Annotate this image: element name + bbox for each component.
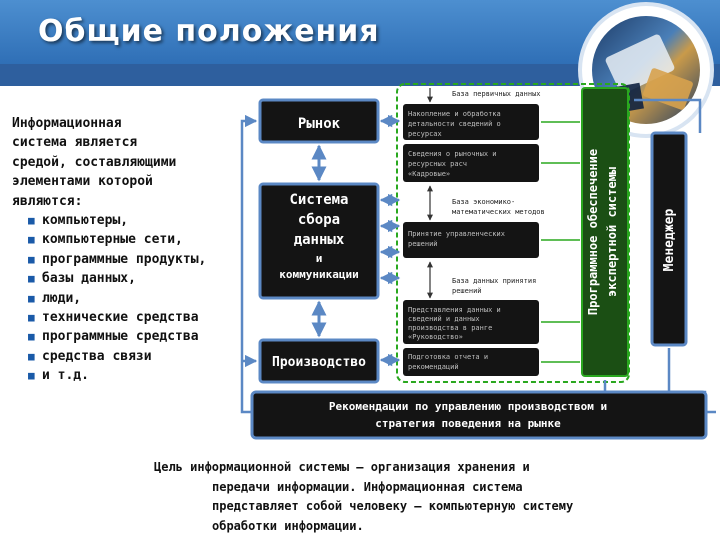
- manager-label: Менеджер: [662, 209, 677, 272]
- list-item: ■технические средства: [12, 308, 222, 327]
- bullet-icon: ■: [28, 369, 35, 383]
- recommendations-line-1: Рекомендации по управлению производством…: [329, 400, 607, 413]
- intro-line-5: являются:: [12, 193, 83, 209]
- list-item: ■программные продукты,: [12, 250, 222, 269]
- collection-label-2: сбора: [298, 212, 340, 228]
- process-1-line-3: ресурсах: [408, 130, 442, 138]
- process-box-4: [403, 300, 539, 344]
- bullet-icon: ■: [28, 252, 35, 266]
- goal-line-2: передачи информации. Информационная сист…: [212, 479, 523, 494]
- process-5-line-2: рекомендаций: [408, 363, 459, 371]
- db-primary-label: База первичных данных: [452, 90, 541, 98]
- list-item: ■компьютеры,: [12, 211, 222, 230]
- process-4-line-1: Представления данных и: [408, 306, 501, 314]
- db-decisions-label-1: База данных принятия: [452, 277, 536, 285]
- goal-line-1: Цель информационной системы – организаци…: [154, 460, 530, 474]
- intro-line-3: средой, составляющими: [12, 154, 177, 170]
- process-4-line-2: сведений и данных: [408, 315, 480, 323]
- software-label-1: Программное обеспечение: [586, 149, 600, 315]
- process-2-line-3: «Кадровые»: [408, 170, 450, 178]
- header-band: [0, 64, 720, 86]
- collection-label-1: Система: [289, 192, 348, 208]
- collection-label-5: коммуникации: [279, 268, 358, 281]
- process-4-line-4: «Руководство»: [408, 333, 463, 341]
- list-item: ■средства связи: [12, 347, 222, 366]
- db-decisions-label-2: решений: [452, 287, 482, 295]
- process-box-1: [403, 104, 539, 140]
- db-models-label-2: математических методов: [452, 208, 545, 216]
- definition-text: Информационная система является средой, …: [12, 114, 222, 386]
- list-item: ■компьютерные сети,: [12, 230, 222, 249]
- list-item: ■и т.д.: [12, 366, 222, 385]
- process-box-5: [403, 348, 539, 376]
- production-box: [258, 338, 380, 384]
- goal-text: Цель информационной системы – организаци…: [154, 458, 714, 536]
- collection-label-3: данных: [294, 232, 345, 248]
- process-box-2: [403, 144, 539, 182]
- intro-line-2: система является: [12, 135, 138, 151]
- list-item: ■базы данных,: [12, 269, 222, 288]
- process-2-line-2: ресурсных расч: [408, 160, 467, 168]
- recommendations-box: [250, 390, 708, 440]
- process-5-line-1: Подготовка отчета и: [408, 353, 488, 361]
- process-1-line-1: Накопление и обработка: [408, 110, 501, 118]
- intro-line-4: элементами которой: [12, 174, 153, 190]
- bullet-icon: ■: [28, 272, 35, 286]
- goal-line-4: обработки информации.: [212, 518, 364, 533]
- process-3-line-2: решений: [408, 240, 438, 248]
- manager-arrow-top: [634, 98, 702, 133]
- bullet-icon: ■: [28, 311, 35, 325]
- bullet-icon: ■: [28, 330, 35, 344]
- feedback-loop-market: [240, 114, 258, 414]
- market-box: [258, 98, 380, 144]
- list-item: ■люди,: [12, 289, 222, 308]
- process-3-line-1: Принятие управленческих: [408, 230, 505, 238]
- bullet-icon: ■: [28, 349, 35, 363]
- db-models-label-1: База экономико-: [452, 198, 515, 206]
- market-label: Рынок: [298, 116, 341, 132]
- goal-line-3: представляет собой человеку – компьютерн…: [212, 499, 574, 513]
- process-2-line-1: Сведения о рыночных и: [408, 150, 497, 158]
- collection-label-4: и: [316, 252, 323, 265]
- manager-bar: [650, 131, 688, 347]
- intro-line-1: Информационная: [12, 116, 122, 131]
- page-title: Общие положения: [38, 14, 380, 49]
- software-label-2: экспертной системы: [605, 166, 619, 297]
- recommendations-line-2: стратегия поведения на рынке: [375, 417, 561, 430]
- bullet-icon: ■: [28, 291, 35, 305]
- process-box-3: [403, 222, 539, 258]
- software-bar: [581, 87, 629, 377]
- bullet-icon: ■: [28, 214, 35, 228]
- component-list: ■компьютеры, ■компьютерные сети, ■програ…: [12, 211, 222, 386]
- process-1-line-2: детальности сведений о: [408, 120, 501, 128]
- production-label: Производство: [272, 355, 366, 370]
- bullet-icon: ■: [28, 233, 35, 247]
- process-4-line-3: производства в ранге: [408, 324, 492, 332]
- data-collection-box: [258, 182, 380, 300]
- list-item: ■программные средства: [12, 327, 222, 346]
